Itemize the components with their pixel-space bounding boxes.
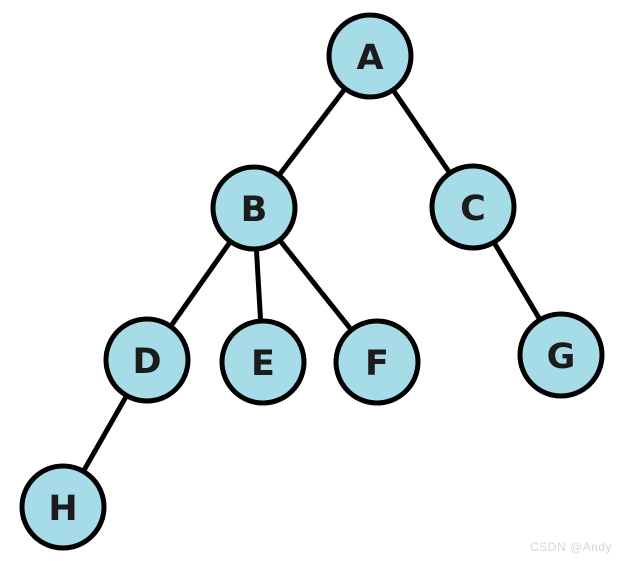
node-circle-g: [517, 311, 605, 399]
node-label-d: D: [132, 342, 161, 382]
node-circle-d: [103, 316, 191, 404]
tree-node-h: H: [19, 463, 107, 551]
node-circle-e: [219, 318, 307, 406]
tree-node-a: A: [326, 12, 414, 100]
tree-node-g: G: [517, 311, 605, 399]
node-label-a: A: [356, 38, 383, 78]
tree-node-b: B: [210, 164, 298, 252]
tree-node-f: F: [333, 318, 421, 406]
node-label-c: C: [460, 189, 486, 229]
tree-node-d: D: [103, 316, 191, 404]
node-label-f: F: [365, 344, 389, 384]
tree-node-c: C: [429, 163, 517, 251]
node-label-b: B: [241, 190, 268, 230]
node-circle-a: [326, 12, 414, 100]
node-circle-b: [210, 164, 298, 252]
node-circle-f: [333, 318, 421, 406]
watermark-text: CSDN @Andy: [530, 540, 612, 554]
node-circle-c: [429, 163, 517, 251]
node-label-g: G: [547, 337, 576, 377]
node-label-e: E: [251, 344, 275, 384]
tree-node-e: E: [219, 318, 307, 406]
node-label-h: H: [48, 489, 77, 529]
node-circle-h: [19, 463, 107, 551]
